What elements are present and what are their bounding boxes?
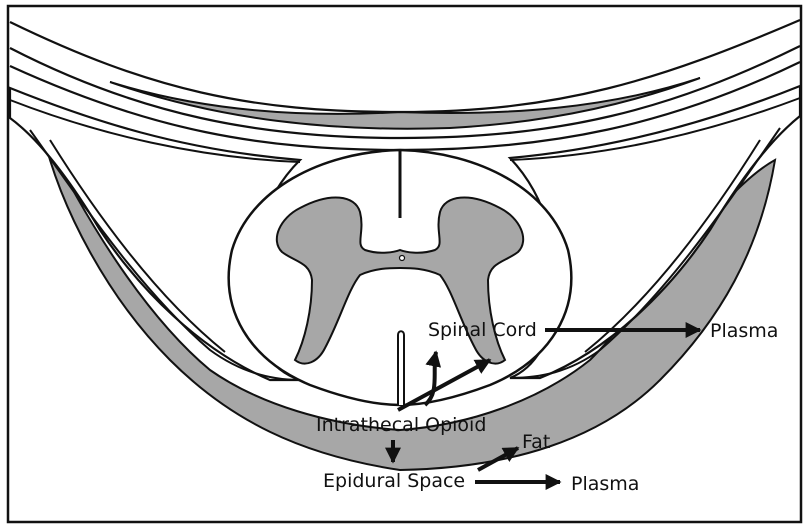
dorsal-epidural-band [110,78,700,129]
ventral-median-fissure [398,331,404,405]
label-spinal-cord: Spinal Cord [428,319,537,341]
label-plasma-upper: Plasma [710,320,778,342]
central-canal [400,256,405,261]
label-fat: Fat [522,431,550,453]
label-plasma-lower: Plasma [571,473,639,495]
label-epidural-space: Epidural Space [323,470,465,492]
label-intrathecal-opioid: Intrathecal Opioid [316,414,486,436]
